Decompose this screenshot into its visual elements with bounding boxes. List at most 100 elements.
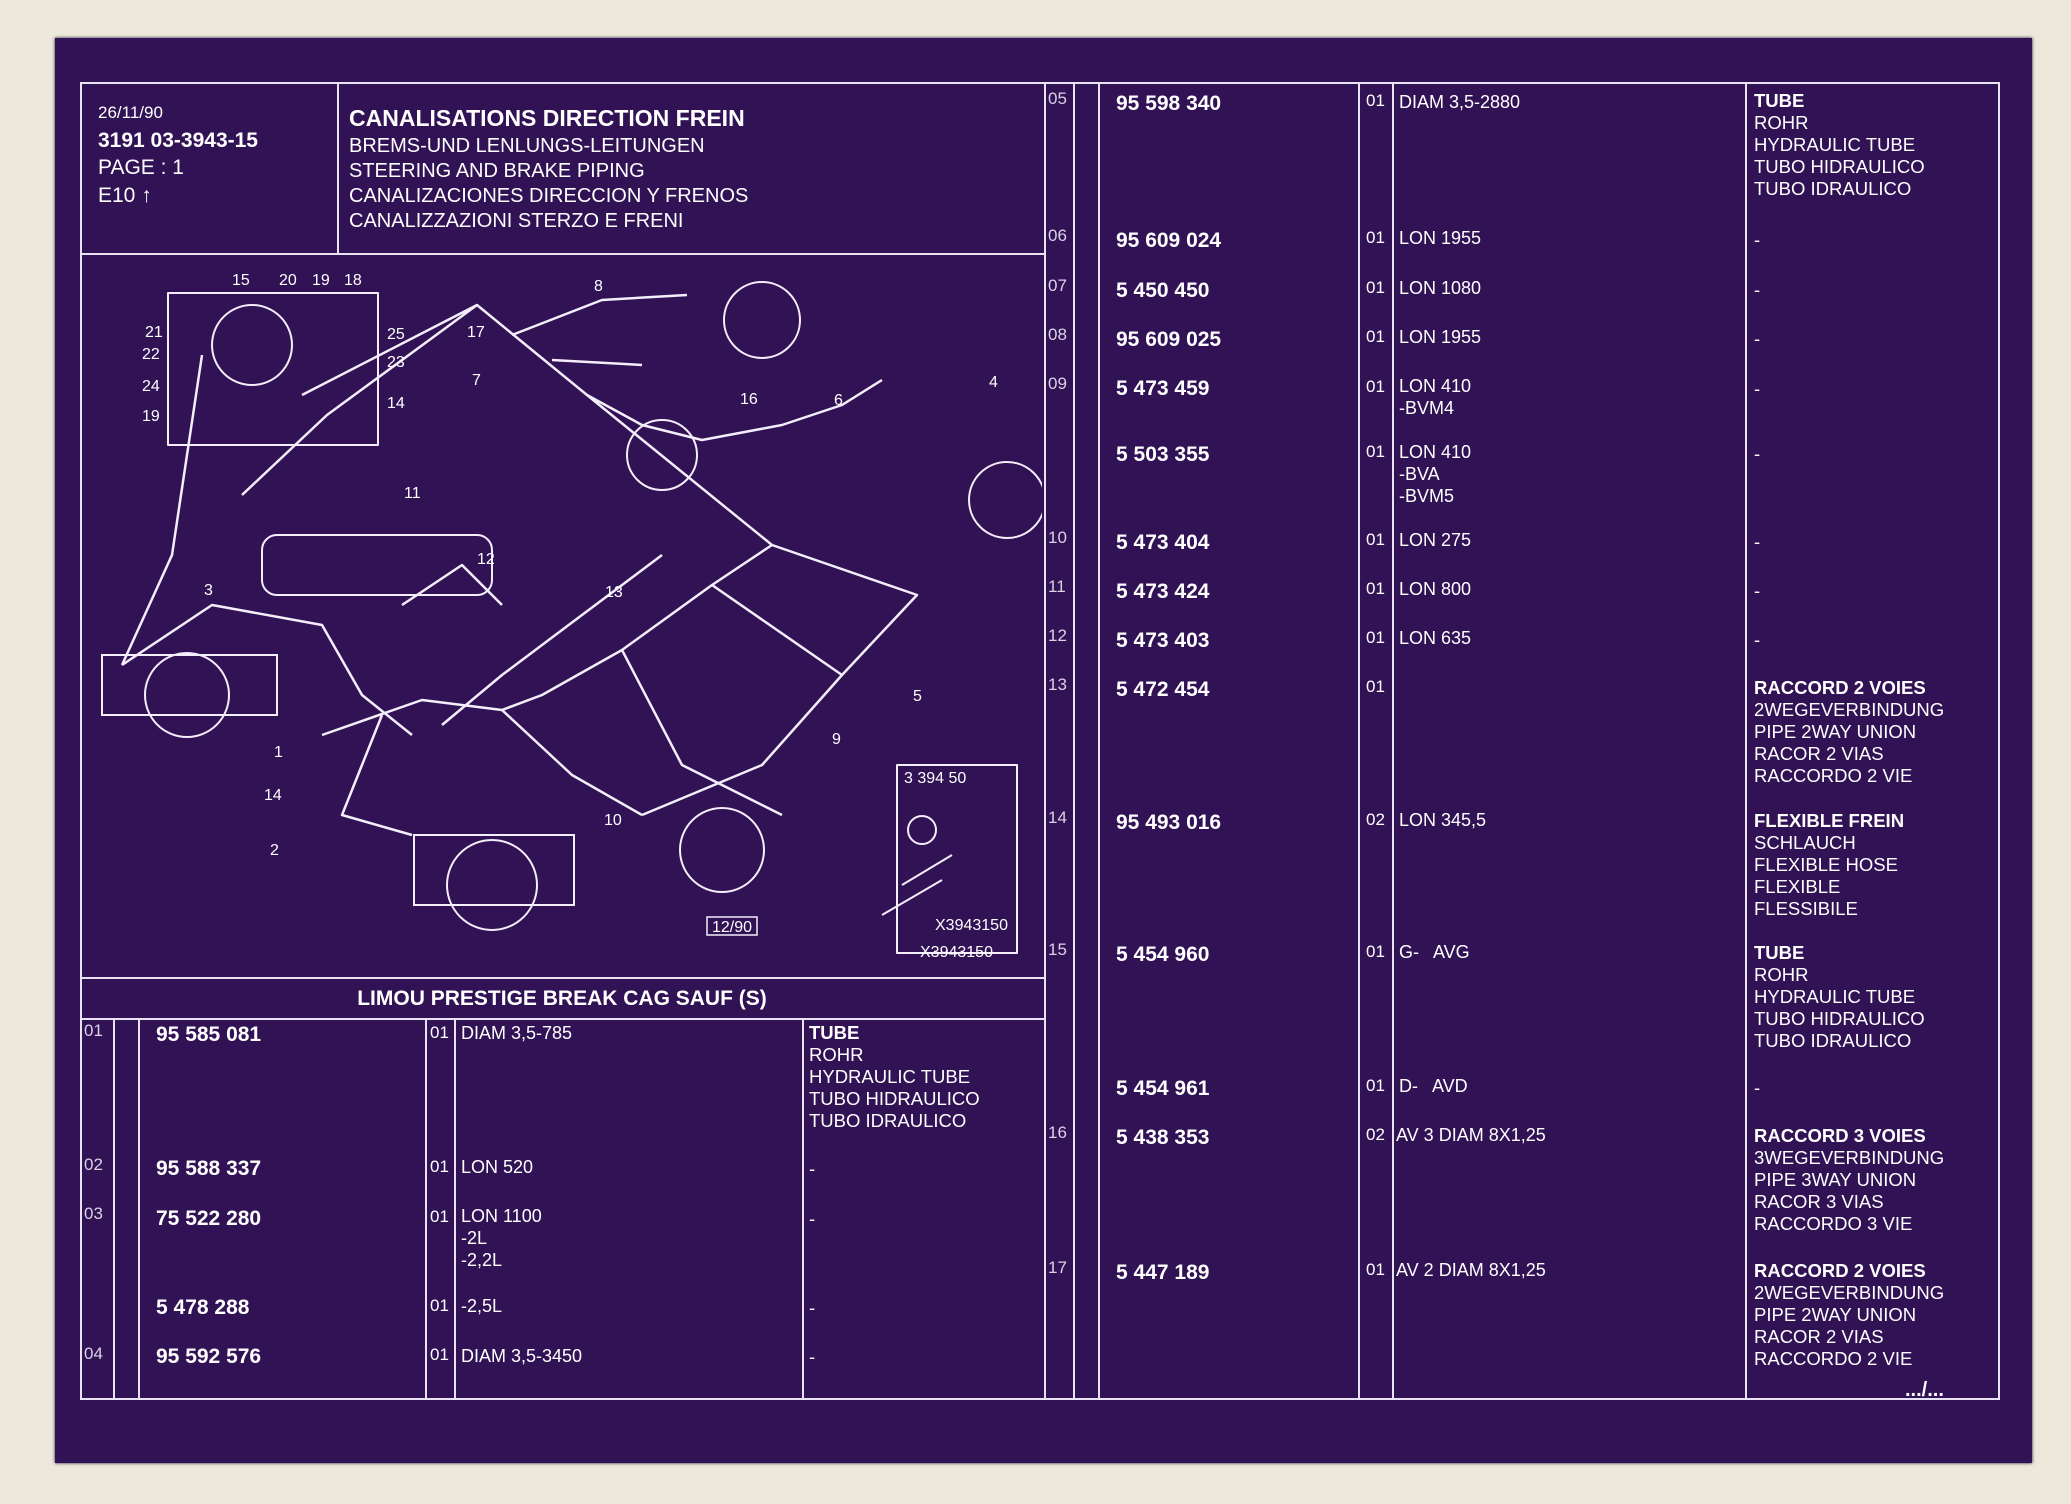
subtitle-de: BREMS-UND LENLUNGS-LEITUNGEN — [349, 135, 705, 157]
description-line: PIPE 2WAY UNION — [1754, 1304, 1917, 1325]
callout-19: 19 — [312, 272, 330, 289]
description: TUBE ROHR HYDRAULIC TUBE TUBO HIDRAULICO… — [1754, 942, 1925, 1052]
description: TUBE ROHR HYDRAULIC TUBE TUBO HIDRAULICO… — [1754, 90, 1925, 200]
specification: AV 3 DIAM 8X1,25 — [1396, 1125, 1546, 1145]
callout-7: 7 — [472, 372, 481, 389]
description-line: TUBO IDRAULICO — [1754, 1030, 1912, 1051]
row-code: 02 — [84, 1155, 103, 1174]
part-number: 5 472 454 — [1116, 678, 1210, 701]
row-code: 05 — [1048, 89, 1067, 108]
quantity: 01 — [1366, 278, 1385, 297]
specification: LON 520 — [461, 1157, 534, 1177]
rear-box-left — [101, 654, 278, 716]
section-top-line — [80, 977, 1044, 979]
description: - — [1754, 1077, 1761, 1098]
specification: LON 635 — [1399, 628, 1472, 648]
quantity: 01 — [1366, 579, 1385, 598]
description: - — [1754, 531, 1761, 552]
header-divider — [337, 82, 339, 253]
description: - — [809, 1346, 816, 1367]
callout-24: 24 — [142, 378, 160, 395]
description: RACCORD 2 VOIES 2WEGEVERBINDUNG PIPE 2WA… — [1754, 677, 1944, 787]
row-code: 10 — [1048, 528, 1067, 547]
description: FLEXIBLE FREIN SCHLAUCH FLEXIBLE HOSE FL… — [1754, 810, 1904, 920]
right-col-line-4 — [1392, 82, 1394, 1400]
callout-19b: 19 — [142, 408, 160, 425]
quantity: 01 — [1366, 530, 1385, 549]
left-col-line-3 — [425, 1018, 427, 1398]
part-number: 5 447 189 — [1116, 1261, 1210, 1284]
row-code: 15 — [1048, 940, 1067, 959]
part-number: 95 493 016 — [1116, 811, 1222, 834]
microfiche-sheet — [55, 38, 2032, 1463]
callout-14: 14 — [387, 395, 405, 412]
quantity: 01 — [430, 1157, 449, 1176]
rear-caliper-left — [144, 652, 230, 738]
callout-6: 6 — [834, 392, 843, 409]
description: - — [1754, 328, 1761, 349]
right-col-line-3 — [1358, 82, 1360, 1400]
quantity: 01 — [430, 1296, 449, 1315]
rear-brake-drum-left — [211, 304, 293, 386]
description-line: HYDRAULIC TUBE — [1754, 986, 1916, 1007]
right-col-line-2 — [1098, 82, 1100, 1400]
part-number: 5 473 404 — [1116, 531, 1210, 554]
quantity: 01 — [1366, 377, 1385, 396]
brake-compensator — [679, 807, 765, 893]
quantity: 01 — [1366, 91, 1385, 110]
specification: -2,5L — [461, 1296, 503, 1316]
description-line: ROHR — [1754, 964, 1809, 985]
quantity: 01 — [1366, 942, 1385, 961]
master-cylinder — [626, 419, 698, 491]
description-line: TUBE — [1754, 942, 1805, 963]
description-line: RACCORDO 2 VIE — [1754, 765, 1913, 786]
section-title: LIMOU PRESTIGE BREAK CAG SAUF (S) — [357, 987, 767, 1010]
left-col-line-5 — [802, 1018, 804, 1398]
fitting-inset-box — [896, 764, 1018, 954]
description: - — [809, 1208, 816, 1229]
callout-3: 3 — [204, 582, 213, 599]
part-number: 5 454 960 — [1116, 943, 1210, 966]
callout-18: 18 — [344, 272, 362, 289]
description-line: PIPE 2WAY UNION — [1754, 721, 1917, 742]
row-code: 09 — [1048, 374, 1067, 393]
inset-code: 3 394 50 — [904, 770, 966, 787]
header-index: E10 ↑ — [98, 185, 152, 206]
description-line: TUBO HIDRAULICO — [1754, 156, 1925, 177]
part-number: 95 588 337 — [156, 1157, 262, 1180]
description-line: FLESSIBILE — [1754, 898, 1858, 919]
inset-drawing-ref: X3943150 — [935, 917, 1008, 934]
quantity: 02 — [1366, 810, 1385, 829]
right-col-line-1 — [1073, 82, 1075, 1400]
part-number: 5 454 961 — [1116, 1077, 1210, 1100]
description-line: FLEXIBLE HOSE — [1754, 854, 1898, 875]
left-col-line-1 — [113, 1018, 115, 1398]
part-number: 95 609 024 — [1116, 229, 1222, 252]
description-line: RACOR 2 VIAS — [1754, 743, 1884, 764]
quantity: 01 — [430, 1023, 449, 1042]
specification: LON 1080 — [1399, 278, 1482, 298]
section-bottom-line — [80, 1018, 1044, 1020]
description-line: 2WEGEVERBINDUNG — [1754, 1282, 1945, 1303]
specification: LON 800 — [1399, 579, 1472, 599]
description-line: RACCORDO 2 VIE — [1754, 1348, 1913, 1369]
specification: LON 345,5 — [1399, 810, 1487, 830]
part-number: 75 522 280 — [156, 1207, 262, 1230]
description-line: TUBE — [1754, 90, 1805, 111]
part-number: 5 503 355 — [1116, 443, 1210, 466]
description-line: 2WEGEVERBINDUNG — [1754, 699, 1945, 720]
row-code: 13 — [1048, 675, 1067, 694]
sheet-border — [80, 82, 2000, 1400]
specification: LON 275 — [1399, 530, 1472, 550]
specification: AV 2 DIAM 8X1,25 — [1396, 1260, 1546, 1280]
row-code: 17 — [1048, 1258, 1067, 1277]
callout-17: 17 — [467, 324, 485, 341]
specification: LON 1955 — [1399, 228, 1482, 248]
quantity: 01 — [430, 1207, 449, 1226]
callout-2: 2 — [270, 842, 279, 859]
quantity: 01 — [1366, 628, 1385, 647]
description-line: SCHLAUCH — [1754, 832, 1856, 853]
row-code: 16 — [1048, 1123, 1067, 1142]
description: TUBE ROHR HYDRAULIC TUBE TUBO HIDRAULICO… — [809, 1022, 980, 1132]
header-reference: 3191 03-3943-15 — [98, 129, 258, 152]
